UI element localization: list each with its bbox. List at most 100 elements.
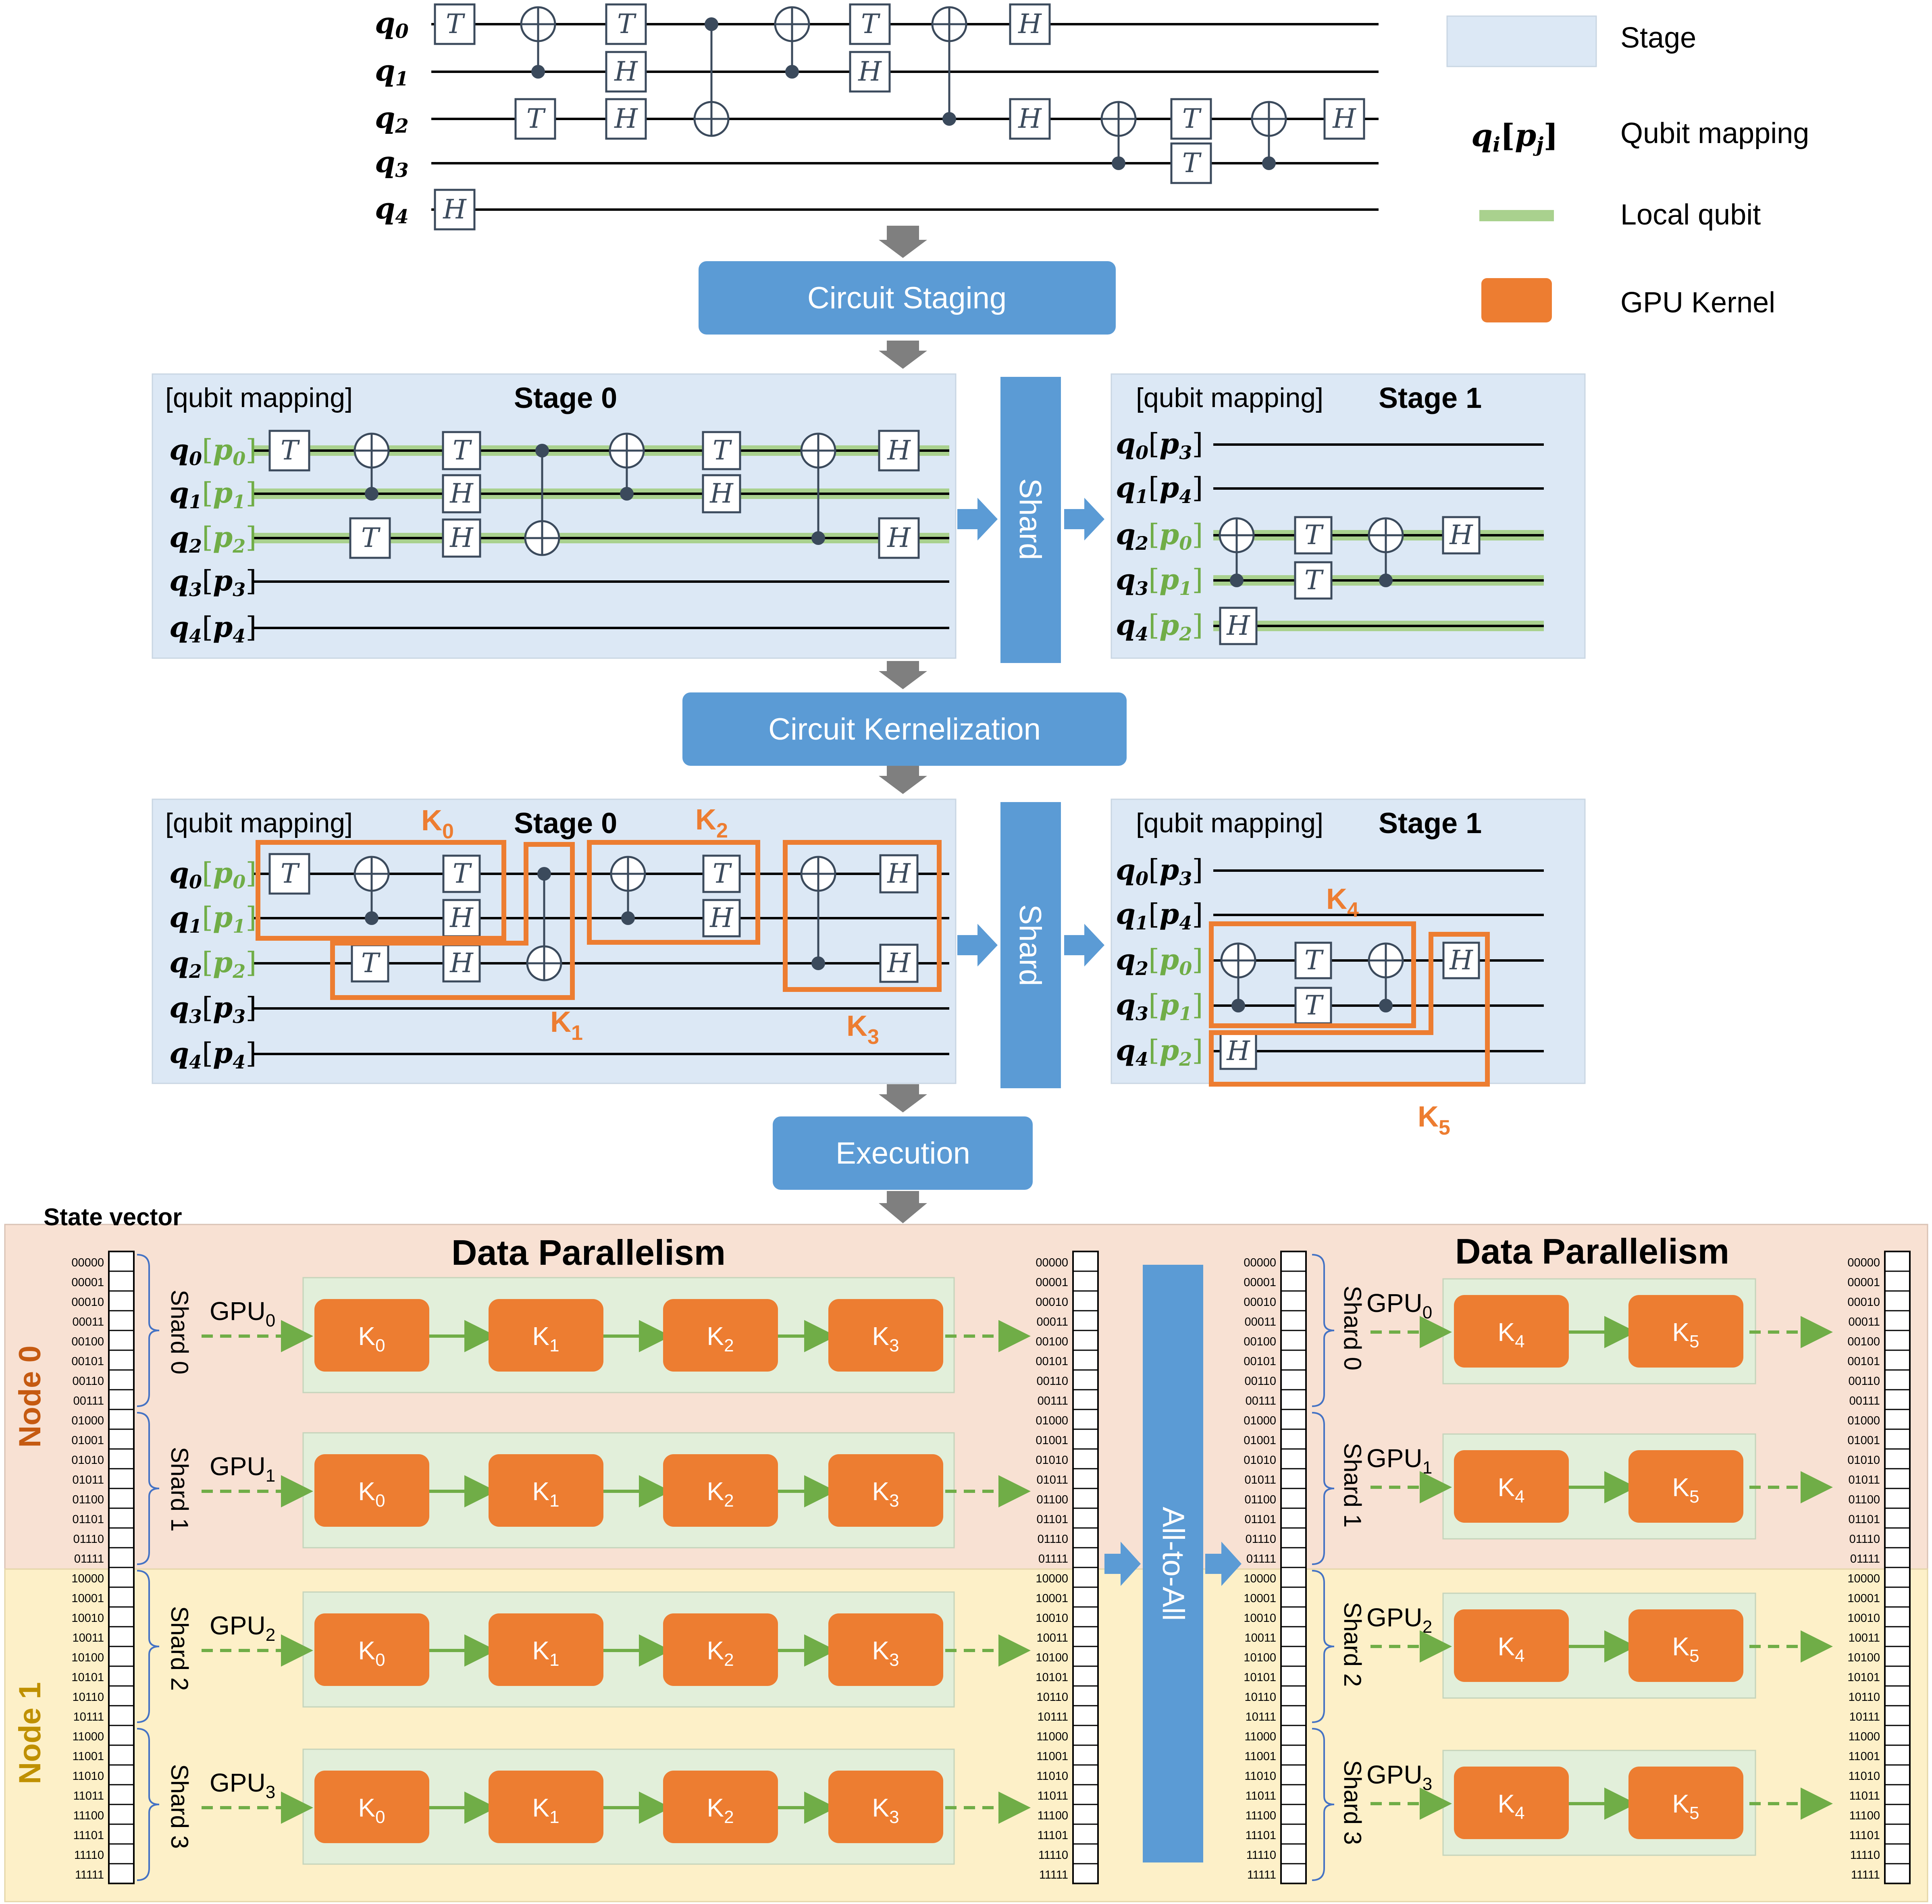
- shard-brace: [1312, 1728, 1335, 1881]
- svg-text:q4: q4: [375, 191, 409, 228]
- state-index: 10000: [1036, 1572, 1068, 1585]
- state-index: 00010: [1036, 1296, 1068, 1309]
- state-index: 10000: [1244, 1572, 1276, 1585]
- svg-text:H: H: [887, 858, 911, 889]
- gpu-kernel: K3: [828, 1613, 943, 1686]
- svg-text:H: H: [858, 56, 882, 87]
- hadamard-gate: H: [442, 474, 481, 513]
- state-index: 10010: [1244, 1612, 1276, 1625]
- state-index: 01100: [1245, 1493, 1277, 1506]
- t-gate: T: [1294, 561, 1333, 600]
- shard-label: Shard 1: [1339, 1443, 1366, 1528]
- state-index: 11011: [1849, 1790, 1880, 1802]
- state-index: 00010: [71, 1296, 104, 1309]
- kernel-outline-4: [1209, 921, 1416, 1028]
- state-index: 10001: [1847, 1592, 1880, 1605]
- svg-text:T: T: [361, 948, 381, 979]
- state-index: 01001: [1244, 1434, 1276, 1447]
- svg-text:H: H: [614, 56, 638, 87]
- state-index: 01001: [1847, 1434, 1880, 1447]
- state-index: 10000: [1847, 1572, 1880, 1585]
- hadamard-gate: H: [1442, 942, 1480, 979]
- t-gate: T: [702, 431, 741, 470]
- orig-wires: [431, 23, 1379, 211]
- state-index: 11101: [1038, 1829, 1068, 1842]
- state-vector-column: 0000000001000100001100100001010011000111…: [71, 1251, 135, 1884]
- shard-label: Shard 0: [166, 1290, 193, 1374]
- t-gate: T: [442, 431, 481, 470]
- svg-text:H: H: [887, 435, 911, 466]
- svg-text:T: T: [361, 522, 381, 553]
- t-gate: T: [514, 98, 556, 140]
- gpu-kernel: K1: [489, 1771, 603, 1843]
- state-index: 01000: [1847, 1414, 1880, 1427]
- gpu-kernel: K5: [1628, 1295, 1743, 1368]
- state-index: 01110: [73, 1533, 104, 1546]
- hadamard-gate: H: [879, 854, 919, 894]
- gpu-kernel: K3: [828, 1299, 943, 1372]
- legend: Stage qi[pj] Qubit mapping Local qubit G…: [1446, 15, 1809, 322]
- cnot-gate: [610, 856, 646, 925]
- stage0-panel: [152, 373, 957, 659]
- state-index: 10101: [71, 1671, 104, 1684]
- hadamard-gate: H: [605, 98, 647, 140]
- data-parallelism-left: Data Parallelism: [451, 1233, 726, 1272]
- state-index: 01001: [71, 1434, 104, 1447]
- hadamard-gate: H: [1442, 516, 1481, 555]
- svg-text:q3[p1]: q3[p1]: [1116, 988, 1203, 1025]
- state-index: 01111: [1246, 1553, 1276, 1565]
- state-index: 10010: [71, 1612, 104, 1625]
- svg-text:H: H: [449, 478, 474, 509]
- shard-bar-2: [1000, 802, 1061, 1088]
- svg-text:q2: q2: [375, 100, 409, 137]
- cnot-gate: [609, 432, 645, 501]
- gpu-label: GPU2: [210, 1611, 275, 1645]
- svg-text:T: T: [453, 435, 472, 466]
- state-index: 11000: [1245, 1730, 1277, 1743]
- all-to-all-label: All-to-All: [1156, 1507, 1190, 1621]
- step-staging[interactable]: Circuit Staging: [699, 261, 1116, 335]
- svg-text:H: H: [1449, 945, 1473, 976]
- hadamard-gate: H: [702, 899, 741, 937]
- node0-label: Node 0: [13, 1345, 47, 1447]
- legend-kernel-label: GPU Kernel: [1620, 287, 1775, 319]
- kernel-row: [qubit mapping] Stage 0 [qubit mapping] …: [152, 798, 1586, 1139]
- svg-text:q0: q0: [375, 6, 409, 43]
- svg-text:T: T: [1304, 945, 1324, 976]
- state-index: 10001: [71, 1592, 104, 1605]
- kernel-outline-1: [330, 842, 575, 1000]
- svg-text:T: T: [1182, 103, 1202, 134]
- state-index: 01011: [73, 1474, 104, 1486]
- state-vector-column: 0000000001000100001100100001010011000111…: [1036, 1251, 1099, 1884]
- state-index: 11111: [75, 1869, 104, 1881]
- stage1-panel: [1111, 373, 1586, 659]
- data-parallelism-right: Data Parallelism: [1455, 1231, 1729, 1271]
- shard-arrow-out-2: [1064, 924, 1104, 967]
- kernel-outline-5: [1209, 932, 1490, 1087]
- t-gate: T: [351, 944, 389, 983]
- state-index: 10011: [1037, 1632, 1069, 1644]
- step-kernelization[interactable]: Circuit Kernelization: [682, 692, 1127, 766]
- state-index: 01111: [74, 1553, 104, 1565]
- gpu-label: GPU0: [210, 1297, 275, 1330]
- svg-text:q1[p1]: q1[p1]: [169, 476, 257, 513]
- t-gate: T: [434, 3, 476, 45]
- svg-text:H: H: [1018, 103, 1042, 134]
- t-gate: T: [268, 853, 310, 895]
- state-index: 01010: [71, 1454, 104, 1467]
- state-index: 00101: [1244, 1355, 1276, 1368]
- state-index: 00001: [71, 1276, 104, 1289]
- svg-text:K5: K5: [1672, 1318, 1699, 1351]
- state-index: 01110: [1246, 1533, 1276, 1546]
- t-gate: T: [268, 430, 310, 472]
- step-execution[interactable]: Execution: [773, 1116, 1033, 1190]
- hadamard-gate: H: [442, 518, 481, 558]
- svg-text:K5: K5: [1672, 1473, 1699, 1507]
- state-index: 00011: [1849, 1316, 1880, 1328]
- state-index: 00001: [1036, 1276, 1068, 1289]
- state-index: 10111: [1038, 1711, 1068, 1723]
